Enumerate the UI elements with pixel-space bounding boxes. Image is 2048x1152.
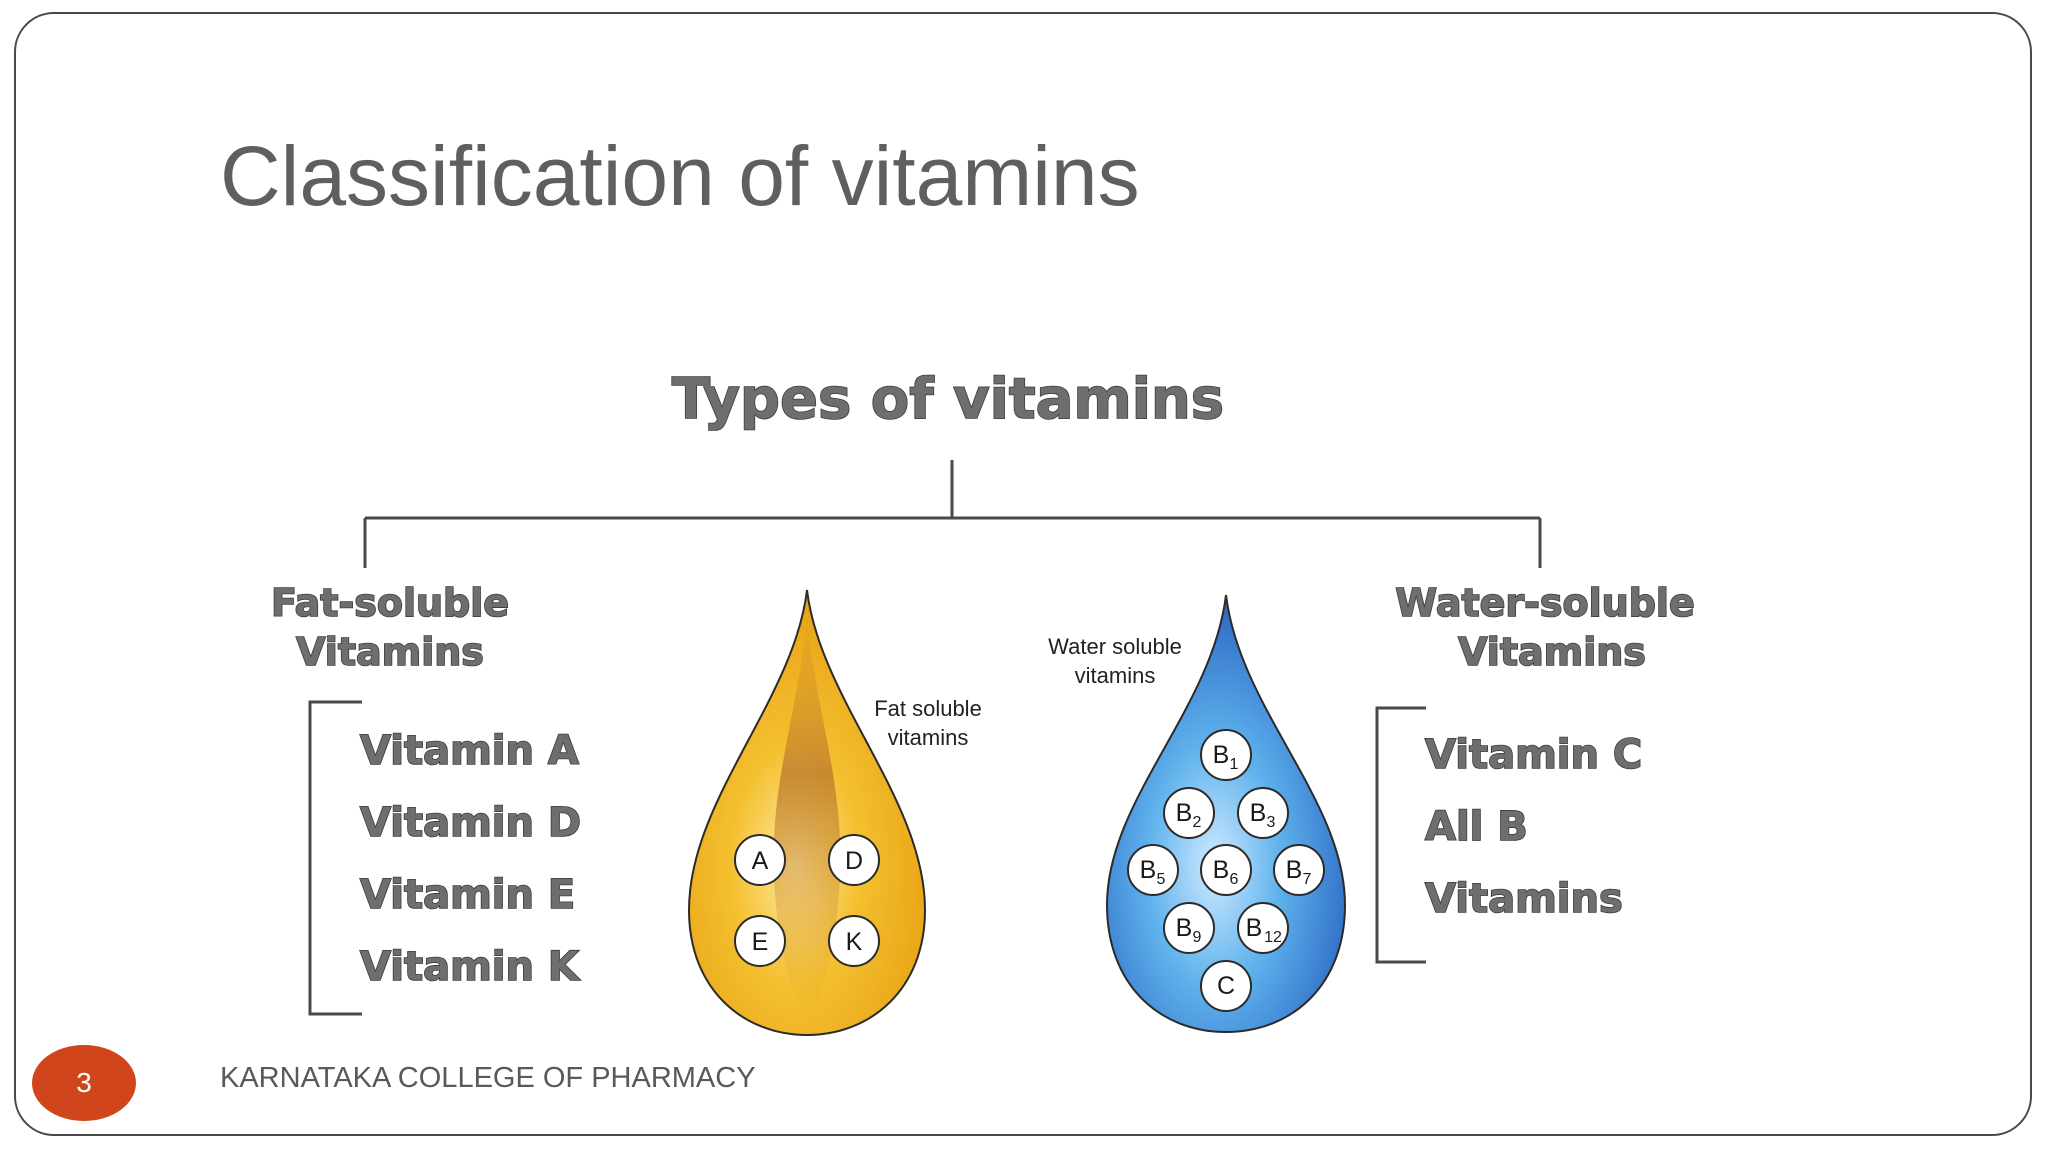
- svg-text:9: 9: [1193, 929, 1202, 946]
- water-soluble-item: Vitamin C: [1425, 732, 1642, 778]
- svg-text:5: 5: [1157, 871, 1166, 888]
- fat-vitamin-circles: A D E K: [734, 834, 880, 967]
- svg-text:B: B: [1213, 856, 1230, 884]
- svg-text:B: B: [1250, 799, 1267, 827]
- water-soluble-bracket: [1375, 706, 1426, 964]
- vitamin-circle-a: A: [734, 834, 786, 886]
- svg-text:D: D: [845, 847, 863, 875]
- slide-frame: [14, 12, 2032, 1136]
- fat-soluble-item: Vitamin K: [360, 944, 581, 990]
- svg-text:3: 3: [1267, 814, 1276, 831]
- svg-text:B: B: [1140, 856, 1157, 884]
- water-soluble-heading-line1: Water-soluble: [1395, 581, 1694, 625]
- svg-text:A: A: [752, 847, 769, 875]
- svg-text:K: K: [846, 928, 863, 956]
- fat-soluble-item: Vitamin D: [360, 800, 581, 846]
- fat-soluble-item: Vitamin A: [360, 728, 579, 774]
- diagram-heading: Types of vitamins: [672, 367, 1224, 432]
- page-number-badge: 3: [32, 1045, 136, 1121]
- vitamin-circle-k: K: [828, 915, 880, 967]
- svg-text:B: B: [1213, 741, 1230, 769]
- water-drop-label-line2: vitamins: [1075, 663, 1156, 688]
- svg-text:B: B: [1286, 856, 1303, 884]
- tree-connector: [363, 460, 1542, 568]
- slide-title: Classification of vitamins: [220, 129, 1140, 223]
- vitamin-circle-d: D: [828, 834, 880, 886]
- svg-text:6: 6: [1230, 871, 1239, 888]
- svg-text:B: B: [1176, 914, 1193, 942]
- svg-text:7: 7: [1303, 871, 1312, 888]
- fat-drop-label-line2: vitamins: [888, 725, 969, 750]
- vitamin-circle-e: E: [734, 915, 786, 967]
- fat-soluble-heading-line1: Fat-soluble: [271, 581, 509, 625]
- fat-soluble-item: Vitamin E: [360, 872, 575, 918]
- svg-text:B: B: [1246, 914, 1263, 942]
- footer-institution: KARNATAKA COLLEGE OF PHARMACY: [220, 1062, 756, 1094]
- vitamin-circle-c: C: [1200, 960, 1252, 1012]
- water-soluble-item: Vitamins: [1425, 876, 1623, 922]
- fat-soluble-heading-line2: Vitamins: [296, 630, 484, 674]
- svg-text:2: 2: [1193, 814, 1202, 831]
- svg-text:B: B: [1176, 799, 1193, 827]
- water-soluble-heading-line2: Vitamins: [1458, 630, 1646, 674]
- svg-text:1: 1: [1230, 756, 1239, 773]
- svg-text:12: 12: [1264, 929, 1282, 946]
- water-drop-label-line1: Water soluble: [1048, 634, 1182, 659]
- fat-drop-label-line1: Fat soluble: [874, 696, 982, 721]
- water-soluble-item: All B: [1425, 804, 1528, 850]
- fat-soluble-bracket: [308, 700, 362, 1016]
- svg-text:C: C: [1217, 972, 1235, 1000]
- fat-soluble-drop: [687, 589, 927, 1037]
- svg-text:E: E: [752, 928, 769, 956]
